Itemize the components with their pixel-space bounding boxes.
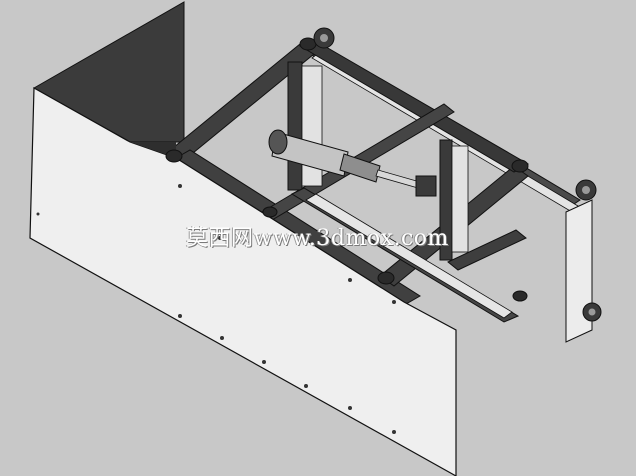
lower-frame-cross-beam bbox=[447, 229, 527, 271]
hydraulic-cylinder bbox=[268, 129, 437, 197]
front-cover-panel bbox=[29, 86, 457, 476]
beam-joint-hubs bbox=[165, 37, 529, 302]
right-end-plate bbox=[565, 199, 593, 343]
watermark-text: 莫西网www.3dmox.com bbox=[186, 226, 449, 251]
caster-wheel-top-left bbox=[313, 27, 335, 49]
left-upright-post bbox=[287, 61, 303, 191]
panel-rivets bbox=[36, 184, 396, 434]
lower-frame-rail-light bbox=[305, 193, 513, 319]
right-upright-post-face bbox=[451, 145, 469, 253]
caster-wheel-bottom-right bbox=[582, 302, 602, 322]
front-cover-panel-top-edge bbox=[130, 142, 176, 158]
caster-wheel-top-right bbox=[575, 179, 597, 201]
